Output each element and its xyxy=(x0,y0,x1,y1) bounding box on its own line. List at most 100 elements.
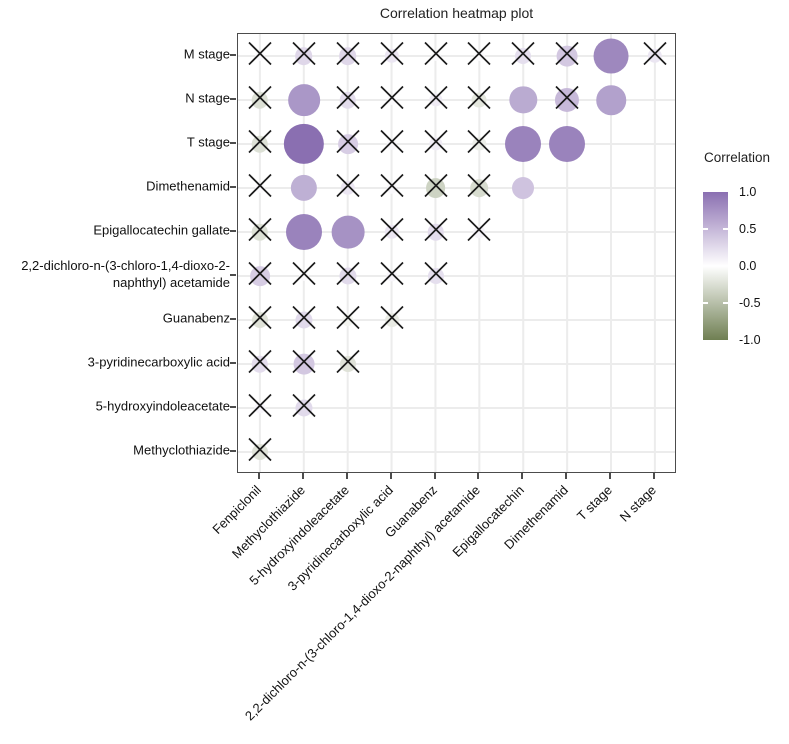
not-significant-cross-icon xyxy=(246,348,273,380)
not-significant-cross-icon xyxy=(378,304,405,336)
correlation-circle xyxy=(427,223,444,241)
legend-gradient-bar xyxy=(703,192,728,340)
correlation-circle xyxy=(251,355,269,373)
correlation-circle xyxy=(555,87,580,113)
not-significant-cross-icon xyxy=(378,216,405,248)
correlation-circle xyxy=(251,91,269,109)
correlation-circle xyxy=(428,93,443,107)
correlation-circle xyxy=(288,84,320,116)
legend-notch xyxy=(723,228,728,230)
x-axis-tick xyxy=(609,473,612,479)
correlation-circle xyxy=(471,92,487,108)
correlation-circle xyxy=(647,48,663,64)
correlation-circle xyxy=(338,47,357,65)
legend-notch xyxy=(703,302,708,304)
correlation-circle xyxy=(298,270,309,282)
correlation-circle xyxy=(251,443,268,461)
y-axis-tick xyxy=(230,406,236,408)
legend-title: Correlation xyxy=(704,150,771,165)
legend-tick-label: 0.5 xyxy=(739,222,757,236)
not-significant-cross-icon xyxy=(554,84,581,116)
correlation-circle xyxy=(254,50,265,62)
x-axis-tick xyxy=(521,473,524,479)
correlation-circle xyxy=(285,214,322,250)
y-axis-label: T stage xyxy=(186,134,230,150)
y-axis-tick xyxy=(230,54,236,56)
y-axis-tick xyxy=(230,362,236,364)
not-significant-cross-icon xyxy=(422,172,449,204)
not-significant-cross-icon xyxy=(246,84,273,116)
y-axis-tick xyxy=(230,450,236,452)
y-axis-label: 2,2-dichloro-n-(3-chloro-1,4-dioxo-2-nap… xyxy=(21,258,230,290)
not-significant-cross-icon xyxy=(246,392,273,424)
not-significant-cross-icon xyxy=(246,40,273,72)
not-significant-cross-icon xyxy=(422,216,449,248)
not-significant-cross-icon xyxy=(466,172,493,204)
y-axis-label: Guanabenz xyxy=(162,310,230,326)
heatmap-panel xyxy=(237,33,676,473)
legend-tick-label: 0.0 xyxy=(739,259,757,273)
correlation-circle xyxy=(386,182,397,194)
x-axis-tick xyxy=(477,473,480,479)
x-axis-tick xyxy=(345,473,348,479)
not-significant-cross-icon xyxy=(246,436,273,468)
correlation-circle xyxy=(427,267,444,285)
not-significant-cross-icon xyxy=(246,172,273,204)
y-axis-label: 3-pyridinecarboxylic acid xyxy=(87,354,230,370)
correlation-circle xyxy=(386,94,397,106)
correlation-circle xyxy=(331,215,365,249)
not-significant-cross-icon xyxy=(290,260,317,292)
not-significant-cross-icon xyxy=(246,260,273,292)
correlation-circle xyxy=(593,38,629,74)
correlation-circle xyxy=(251,135,269,153)
correlation-circle xyxy=(474,50,485,62)
not-significant-cross-icon xyxy=(378,40,405,72)
correlation-circle xyxy=(295,311,313,329)
correlation-circle xyxy=(425,178,446,198)
correlation-circle xyxy=(339,267,357,285)
correlation-circle xyxy=(472,137,487,151)
not-significant-cross-icon xyxy=(246,216,273,248)
not-significant-cross-icon xyxy=(290,40,317,72)
correlation-circle xyxy=(295,47,313,65)
not-significant-cross-icon xyxy=(334,348,361,380)
y-axis-label: 5-hydroxyindoleacetate xyxy=(95,398,230,414)
legend-tick-label: 1.0 xyxy=(739,185,757,199)
x-axis-tick xyxy=(257,473,260,479)
y-axis-label: Dimethenamid xyxy=(146,178,230,194)
x-axis-tick xyxy=(433,473,436,479)
correlation-circle xyxy=(251,311,268,329)
not-significant-cross-icon xyxy=(554,40,581,72)
correlation-circle xyxy=(505,126,542,162)
correlation-circle xyxy=(290,174,317,202)
not-significant-cross-icon xyxy=(466,128,493,160)
correlation-circle xyxy=(254,402,266,414)
y-axis-tick xyxy=(230,186,236,188)
x-axis-tick xyxy=(389,473,392,479)
correlation-circle xyxy=(250,266,270,286)
correlation-circle xyxy=(549,126,586,162)
not-significant-cross-icon xyxy=(510,40,537,72)
y-axis-tick xyxy=(230,274,236,276)
x-axis-tick xyxy=(653,473,656,479)
x-axis-tick xyxy=(565,473,568,479)
not-significant-cross-icon xyxy=(290,348,317,380)
correlation-circle xyxy=(515,47,532,65)
correlation-circle xyxy=(295,399,313,417)
not-significant-cross-icon xyxy=(378,172,405,204)
correlation-circle xyxy=(384,313,399,327)
not-significant-cross-icon xyxy=(334,172,361,204)
correlation-circle xyxy=(384,224,399,240)
not-significant-cross-icon xyxy=(642,40,669,72)
correlation-circle xyxy=(512,177,535,199)
not-significant-cross-icon xyxy=(334,84,361,116)
not-significant-cross-icon xyxy=(334,304,361,336)
not-significant-cross-icon xyxy=(290,392,317,424)
not-significant-cross-icon xyxy=(246,128,273,160)
correlation-circle xyxy=(556,45,578,67)
not-significant-cross-icon xyxy=(246,304,273,336)
correlation-circle xyxy=(339,355,356,373)
not-significant-cross-icon xyxy=(422,128,449,160)
y-axis-tick xyxy=(230,230,236,232)
